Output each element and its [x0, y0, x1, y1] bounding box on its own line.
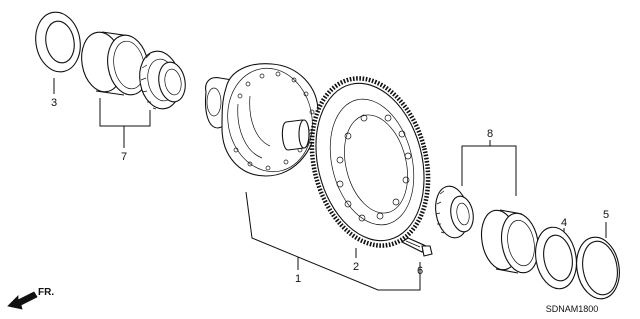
front-direction-arrow: FR.: [7, 287, 54, 310]
callout-4: 4: [561, 217, 567, 229]
tapered-roller-bearing-part-7[interactable]: [135, 48, 188, 112]
outer-race-part-7[interactable]: [77, 29, 153, 98]
washer-part-4[interactable]: [531, 224, 581, 292]
final-driven-gear-part-2[interactable]: [295, 66, 445, 258]
callout-3: 3: [51, 97, 57, 109]
diagram-code: SDNAM1800: [546, 304, 599, 314]
shim-washer-part-3[interactable]: [31, 9, 85, 76]
leader-lines: [53, 78, 607, 291]
callout-5: 5: [603, 209, 609, 221]
callout-8: 8: [487, 128, 493, 140]
bolt-part-6[interactable]: [400, 237, 433, 257]
outer-race-part-8[interactable]: [477, 207, 543, 275]
gear-bolt-holes: [336, 114, 412, 222]
callout-6: 6: [417, 265, 423, 277]
front-direction-label: FR.: [38, 287, 54, 298]
shim-ring-part-5[interactable]: [572, 234, 624, 302]
callout-2: 2: [353, 261, 359, 273]
differential-carrier-part-1[interactable]: [204, 61, 321, 178]
callout-1: 1: [295, 273, 301, 285]
callout-7: 7: [121, 151, 127, 163]
tapered-roller-bearing-part-8[interactable]: [432, 184, 476, 241]
